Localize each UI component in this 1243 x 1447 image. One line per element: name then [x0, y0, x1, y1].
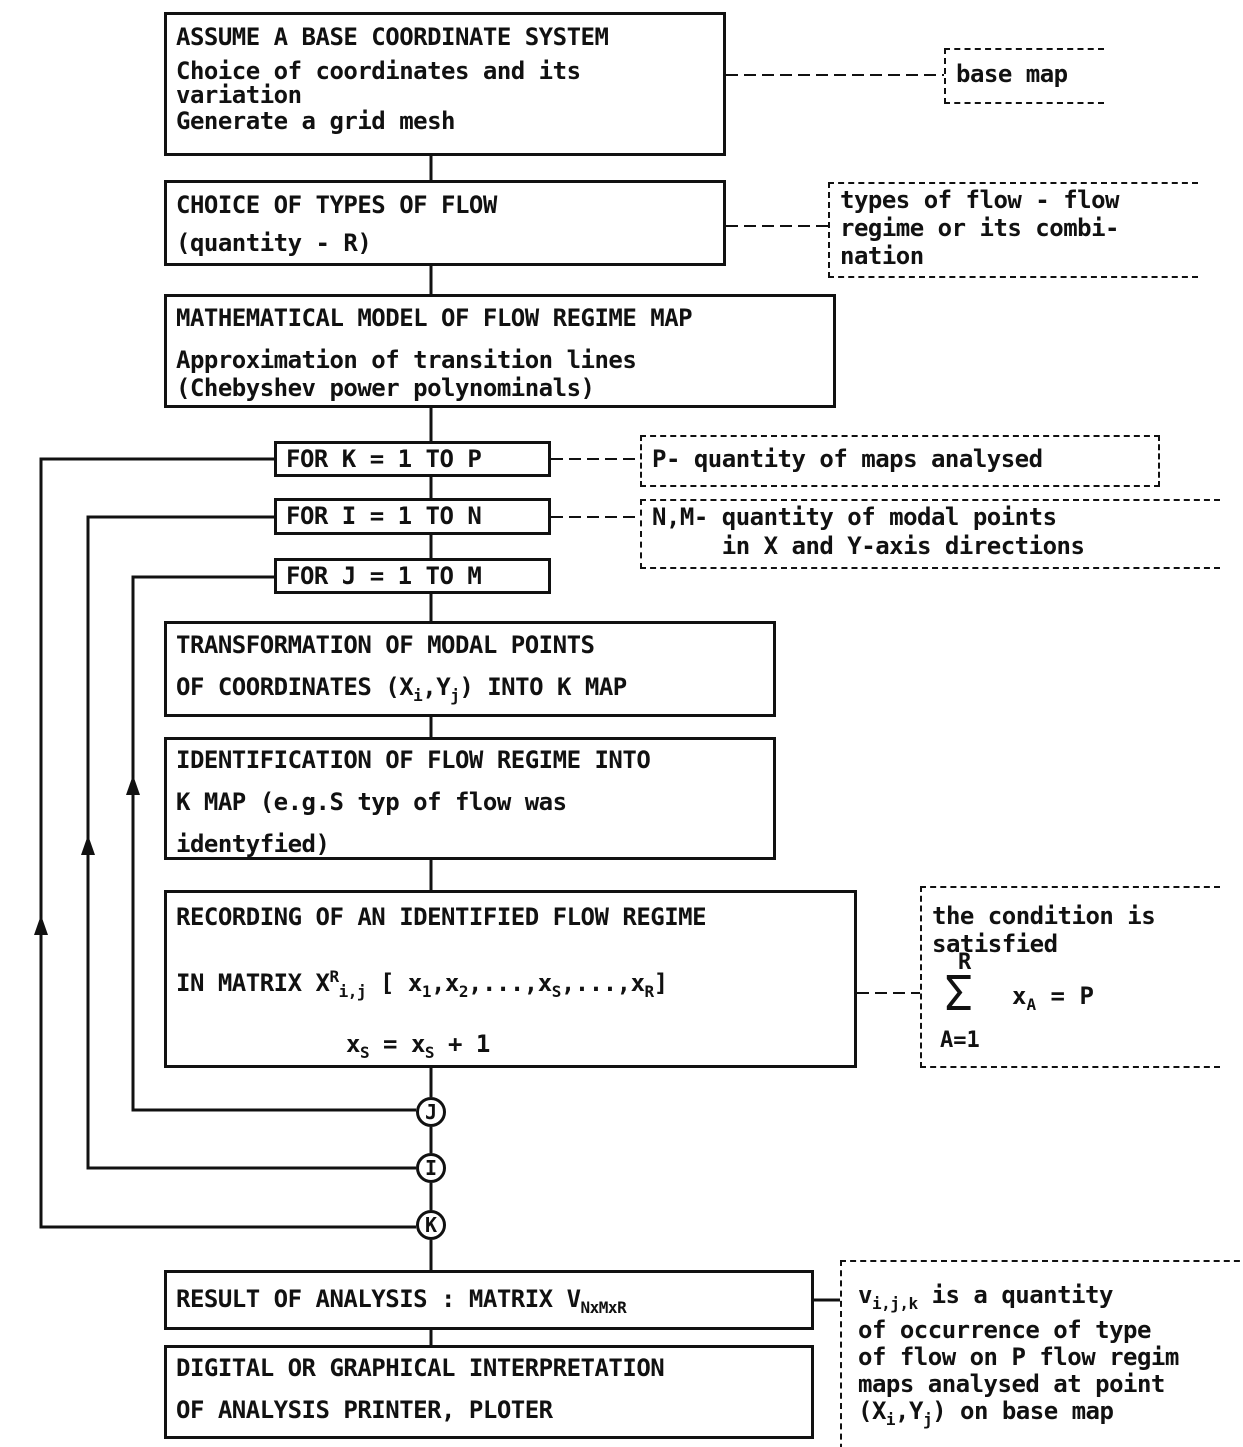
identify-line1: IDENTIFICATION OF FLOW REGIME INTO [176, 746, 651, 774]
arrow-i [81, 835, 95, 855]
flow-types-box: CHOICE OF TYPES OF FLOW (quantity - R) [164, 180, 726, 266]
note-result-line1: vi,j,k is a quantity [858, 1281, 1113, 1313]
note-nm-line2: in X and Y-axis directions [652, 532, 1085, 560]
base-line3: Generate a grid mesh [176, 107, 455, 135]
note-condition: the condition is satisfied [920, 886, 1220, 1068]
connector-k: K [416, 1210, 446, 1240]
note-flow-line3: nation [840, 242, 924, 270]
result-label: RESULT OF ANALYSIS : MATRIX VNxMxR [176, 1285, 627, 1317]
model-box: MATHEMATICAL MODEL OF FLOW REGIME MAP Ap… [164, 294, 836, 408]
base-title: ASSUME A BASE COORDINATE SYSTEM [176, 23, 609, 51]
sum-term: xA = P [1012, 982, 1094, 1014]
note-base-map: base map [944, 48, 1104, 104]
connector-j: J [416, 1097, 446, 1127]
flow-types-line1: (quantity - R) [176, 229, 372, 257]
loop-j-return [131, 575, 416, 1112]
identify-box: IDENTIFICATION OF FLOW REGIME INTO K MAP… [164, 737, 776, 860]
base-line2: variation [176, 81, 302, 109]
note-cond-line1: the condition is [932, 902, 1156, 930]
model-title: MATHEMATICAL MODEL OF FLOW REGIME MAP [176, 304, 693, 332]
note-result-line5: (Xi,Yj) on base map [858, 1396, 1114, 1429]
note-p: P- quantity of maps analysed [640, 435, 1160, 487]
record-equation: xS = xS + 1 [346, 1029, 490, 1062]
note-result-line3: of flow on P flow regim [858, 1342, 1179, 1371]
flow-types-title: CHOICE OF TYPES OF FLOW [176, 191, 497, 219]
note-cond-line2: satisfied [932, 930, 1058, 958]
loop-k-return [39, 457, 416, 1229]
note-nm: N,M- quantity of modal points in X and Y… [640, 499, 1220, 569]
loop-j-box: FOR J = 1 TO M [274, 558, 551, 594]
identify-line2: K MAP (e.g.S typ of flow was [176, 788, 567, 816]
note-flow-line2: regime or its combi- [840, 214, 1119, 242]
loop-j-label: FOR J = 1 TO M [286, 562, 482, 590]
note-result-line4: maps analysed at point [858, 1369, 1165, 1398]
transform-line2: OF COORDINATES (Xi,Yj) INTO K MAP [176, 673, 627, 705]
note-result: vi,j,k is a quantity of occurrence of ty… [840, 1260, 1243, 1447]
record-box: RECORDING OF AN IDENTIFIED FLOW REGIME I… [164, 890, 857, 1068]
loop-k-label: FOR K = 1 TO P [286, 445, 482, 473]
model-line1: Approximation of transition lines [176, 346, 637, 374]
note-base-map-text: base map [956, 60, 1068, 88]
base-line1: Choice of coordinates and its [176, 57, 581, 85]
record-line1: RECORDING OF AN IDENTIFIED FLOW REGIME [176, 903, 707, 931]
interpret-box: DIGITAL OR GRAPHICAL INTERPRETATION OF A… [164, 1345, 814, 1439]
sum-symbol: Σ [944, 966, 973, 1022]
interpret-line1: DIGITAL OR GRAPHICAL INTERPRETATION [176, 1354, 665, 1382]
interpret-line2: OF ANALYSIS PRINTER, PLOTER [176, 1396, 553, 1424]
loop-i-label: FOR I = 1 TO N [286, 502, 482, 530]
note-flow-line1: types of flow - flow [840, 186, 1119, 214]
note-flow-types: types of flow - flow regime or its combi… [828, 182, 1198, 278]
connector-i: I [416, 1153, 446, 1183]
note-p-text: P- quantity of maps analysed [652, 445, 1043, 473]
arrow-k [34, 915, 48, 935]
model-line2: (Chebyshev power polynominals) [176, 374, 595, 402]
note-nm-line1: N,M- quantity of modal points [652, 503, 1057, 531]
sum-top: R [958, 950, 972, 975]
base-coordinate-box: ASSUME A BASE COORDINATE SYSTEM Choice o… [164, 12, 726, 156]
transform-line1: TRANSFORMATION OF MODAL POINTS [176, 631, 595, 659]
transform-box: TRANSFORMATION OF MODAL POINTS OF COORDI… [164, 621, 776, 717]
note-result-line2: of occurrence of type [858, 1315, 1151, 1344]
loop-k-box: FOR K = 1 TO P [274, 441, 551, 477]
sum-bottom: A=1 [940, 1028, 980, 1053]
record-line2: IN MATRIX XRi,j [ x1,x2,...,xS,...,xR] [176, 967, 668, 1001]
result-box: RESULT OF ANALYSIS : MATRIX VNxMxR [164, 1270, 814, 1330]
identify-line3: identyfied) [176, 830, 330, 858]
loop-i-box: FOR I = 1 TO N [274, 498, 551, 535]
arrow-j [126, 775, 140, 795]
